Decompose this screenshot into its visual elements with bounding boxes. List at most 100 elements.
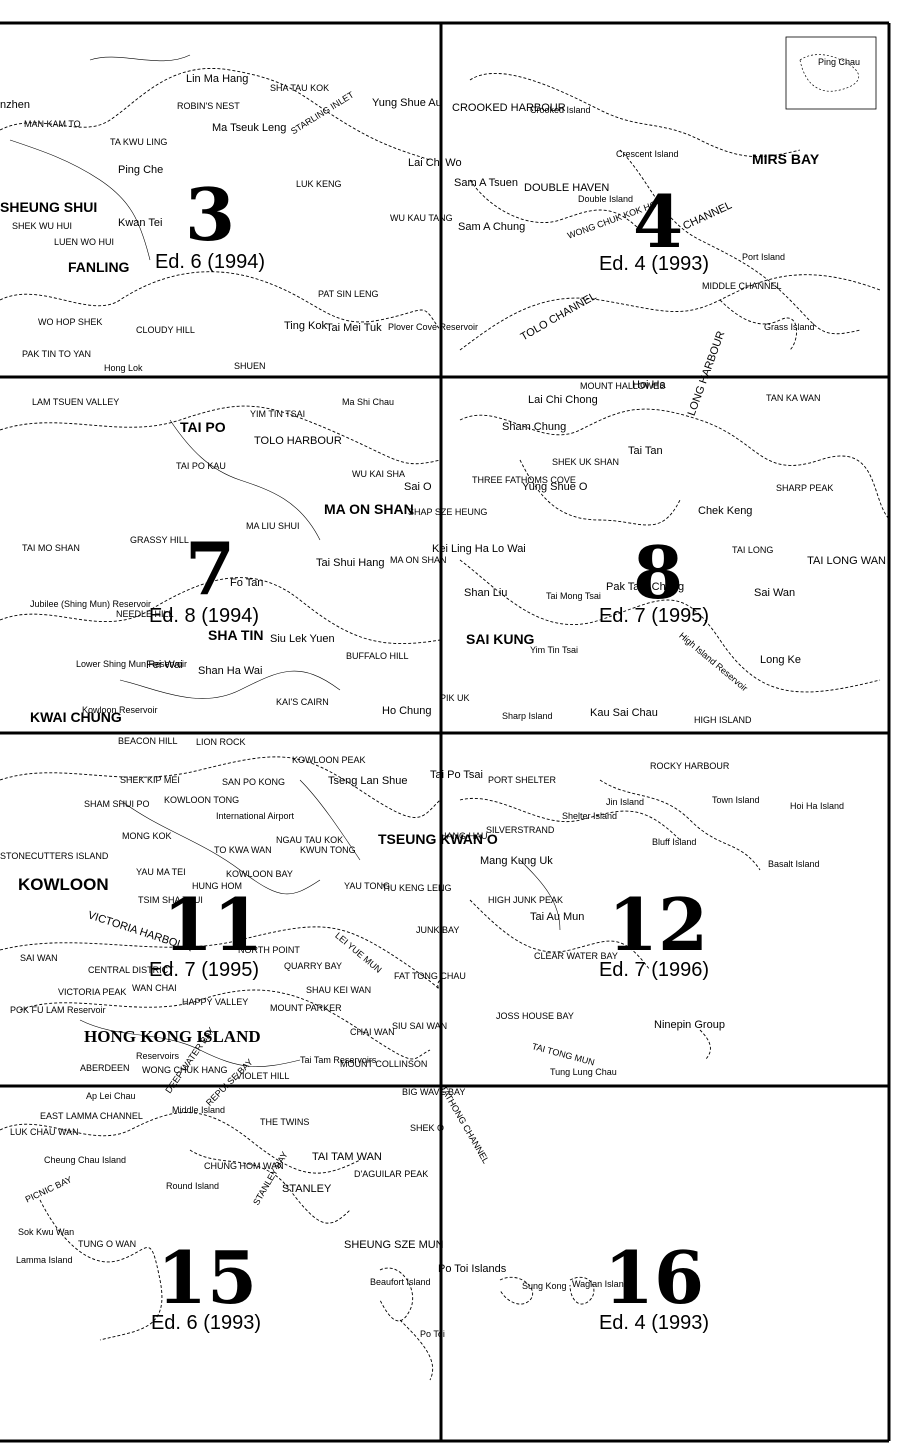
place-label: NORTH POINT	[238, 945, 300, 955]
place-label: Cheung Chau Island	[44, 1155, 127, 1165]
place-label: Kowloon Reservoir	[82, 705, 158, 715]
place-label: BIG WAVE BAY	[402, 1087, 466, 1097]
place-label: Mang Kung Uk	[480, 855, 553, 867]
place-label: BEACON HILL	[118, 736, 178, 746]
place-label: KOWLOON	[18, 875, 109, 894]
sheet-tile-15[interactable]: 15 Ed. 6 (1993)	[0, 1086, 441, 1441]
place-label: JUNK BAY	[416, 925, 460, 935]
place-label: SHAU KEI WAN	[306, 985, 372, 995]
place-label: CHAI WAN	[350, 1027, 395, 1037]
place-label: KOWLOON BAY	[226, 869, 293, 879]
place-label: Po Toi Islands	[438, 1263, 507, 1275]
place-label: Pak Tam Chung	[606, 581, 685, 593]
place-label: Hoi Ha Island	[790, 801, 845, 811]
place-label: SHAP SZE HEUNG	[408, 507, 488, 517]
place-label: Shan Liu	[464, 587, 508, 599]
place-label: LION ROCK	[196, 737, 246, 747]
sheet-number: 16	[603, 1235, 705, 1320]
place-label: HAPPY VALLEY	[182, 997, 249, 1007]
place-label: POK FU LAM Reservoir	[10, 1005, 106, 1015]
place-label: nzhen	[0, 99, 30, 111]
place-label: Sam A Chung	[458, 221, 526, 233]
sheet-tile-11[interactable]: 11 Ed. 7 (1995)	[0, 733, 441, 1086]
sheet-number: 8	[632, 530, 684, 615]
place-label: Tai Po Tsai	[430, 769, 483, 781]
place-label: Sok Kwu Wan	[18, 1227, 75, 1237]
place-label: WO HOP SHEK	[38, 317, 103, 327]
sheet-tile-7[interactable]: 7 Ed. 8 (1994)	[0, 377, 441, 733]
place-label: Double Island	[578, 194, 634, 204]
place-label: SHEUNG SZE MUN	[344, 1239, 444, 1251]
place-label: Hoi Ha	[632, 379, 666, 391]
place-label: JOSS HOUSE BAY	[496, 1011, 574, 1021]
place-label: Yung Shue O	[522, 481, 588, 493]
sheet-tile-8[interactable]: 8 Ed. 7 (1995)	[441, 377, 889, 733]
sheet-edition: Ed. 7 (1995)	[598, 605, 710, 627]
sheet-edition: Ed. 4 (1993)	[598, 253, 710, 275]
place-label: TAI LONG WAN	[807, 555, 886, 567]
sheet-tile-16[interactable]: 16 Ed. 4 (1993)	[441, 1086, 889, 1441]
place-label: Ma Tseuk Leng	[212, 122, 287, 134]
place-label: Shelter Island	[562, 811, 618, 821]
place-label: Lower Shing Mun Reservoir	[76, 659, 188, 669]
place-label: PORT SHELTER	[488, 775, 557, 785]
place-label: MA ON SHAN	[390, 555, 447, 565]
sheet-number: 11	[162, 882, 264, 967]
place-label: SAN PO KONG	[222, 777, 286, 787]
place-label: THREE FATHOMS COVE	[472, 475, 576, 485]
place-label: Tai Mei Tuk	[326, 322, 382, 334]
place-label: International Airport	[216, 811, 295, 821]
place-label: ABERDEEN	[80, 1063, 130, 1073]
place-label: KOWLOON PEAK	[292, 755, 366, 765]
place-label: Plover Cove Reservoir	[388, 322, 479, 332]
place-label: TAN KA WAN	[766, 393, 821, 403]
place-label: PAT SIN LENG	[318, 289, 379, 299]
place-label: Crescent Island	[616, 149, 679, 159]
place-label: Yung Shue Au	[372, 97, 442, 109]
place-label: Sung Kong	[522, 1281, 567, 1291]
place-label: Lamma Island	[16, 1255, 73, 1265]
place-label: SHEK UK SHAN	[552, 457, 620, 467]
place-label: Tai Au Mun	[530, 911, 585, 923]
place-label: VICTORIA PEAK	[58, 987, 127, 997]
place-label: STANLEY	[282, 1183, 332, 1195]
place-label: KWUN TONG	[300, 845, 356, 855]
place-label: MONG KOK	[122, 831, 172, 841]
place-label: YIM TIN TSAI	[250, 409, 306, 419]
place-label: STONECUTTERS ISLAND	[0, 851, 109, 861]
place-label: Lai Chi Wo	[408, 157, 462, 169]
place-label: NGAU TAU KOK	[276, 835, 344, 845]
place-label: LUK CHAU WAN	[10, 1127, 79, 1137]
place-label: Ninepin Group	[654, 1019, 725, 1031]
sheet-edition: Ed. 8 (1994)	[148, 605, 260, 627]
place-label: Shan Ha Wai	[198, 665, 263, 677]
place-label: HUNG HOM	[192, 881, 242, 891]
sheet-tile-12[interactable]: 12 Ed. 7 (1996)	[441, 733, 889, 1086]
sheet-edition: Ed. 7 (1995)	[148, 959, 260, 981]
place-label: Port Island	[742, 252, 786, 262]
place-label: BUFFALO HILL	[346, 651, 409, 661]
place-label: QUARRY BAY	[284, 961, 343, 971]
sheet-edition: Ed. 4 (1993)	[598, 1312, 710, 1334]
place-label: SHARP PEAK	[776, 483, 834, 493]
place-label: D'AGUILAR PEAK	[354, 1169, 429, 1179]
place-label: Fei Wai	[146, 659, 183, 671]
sheet-tile-4[interactable]: 4 Ed. 4 (1993)	[441, 23, 889, 377]
sheet-edition: Ed. 6 (1994)	[154, 251, 266, 273]
place-label: CLOUDY HILL	[136, 325, 195, 335]
place-label: TAI LONG	[732, 545, 774, 555]
place-label: PAK TIN TO YAN	[22, 349, 92, 359]
place-label: SHA TIN	[208, 627, 264, 643]
place-label: Chek Keng	[698, 505, 753, 517]
place-label: Po Toi	[420, 1329, 445, 1339]
place-label: Long Ke	[760, 654, 801, 666]
place-label: Kwan Tei	[118, 217, 163, 229]
sheet-number: 12	[607, 882, 709, 967]
place-label: Beaufort Island	[370, 1277, 431, 1287]
place-label: Ap Lei Chau	[86, 1091, 136, 1101]
place-label: TAI MO SHAN	[22, 543, 80, 553]
place-label: MIDDLE CHANNEL	[702, 281, 782, 291]
sheet-edition: Ed. 6 (1993)	[150, 1312, 262, 1334]
sheet-tile-3[interactable]: 3 Ed. 6 (1994)	[0, 23, 441, 377]
